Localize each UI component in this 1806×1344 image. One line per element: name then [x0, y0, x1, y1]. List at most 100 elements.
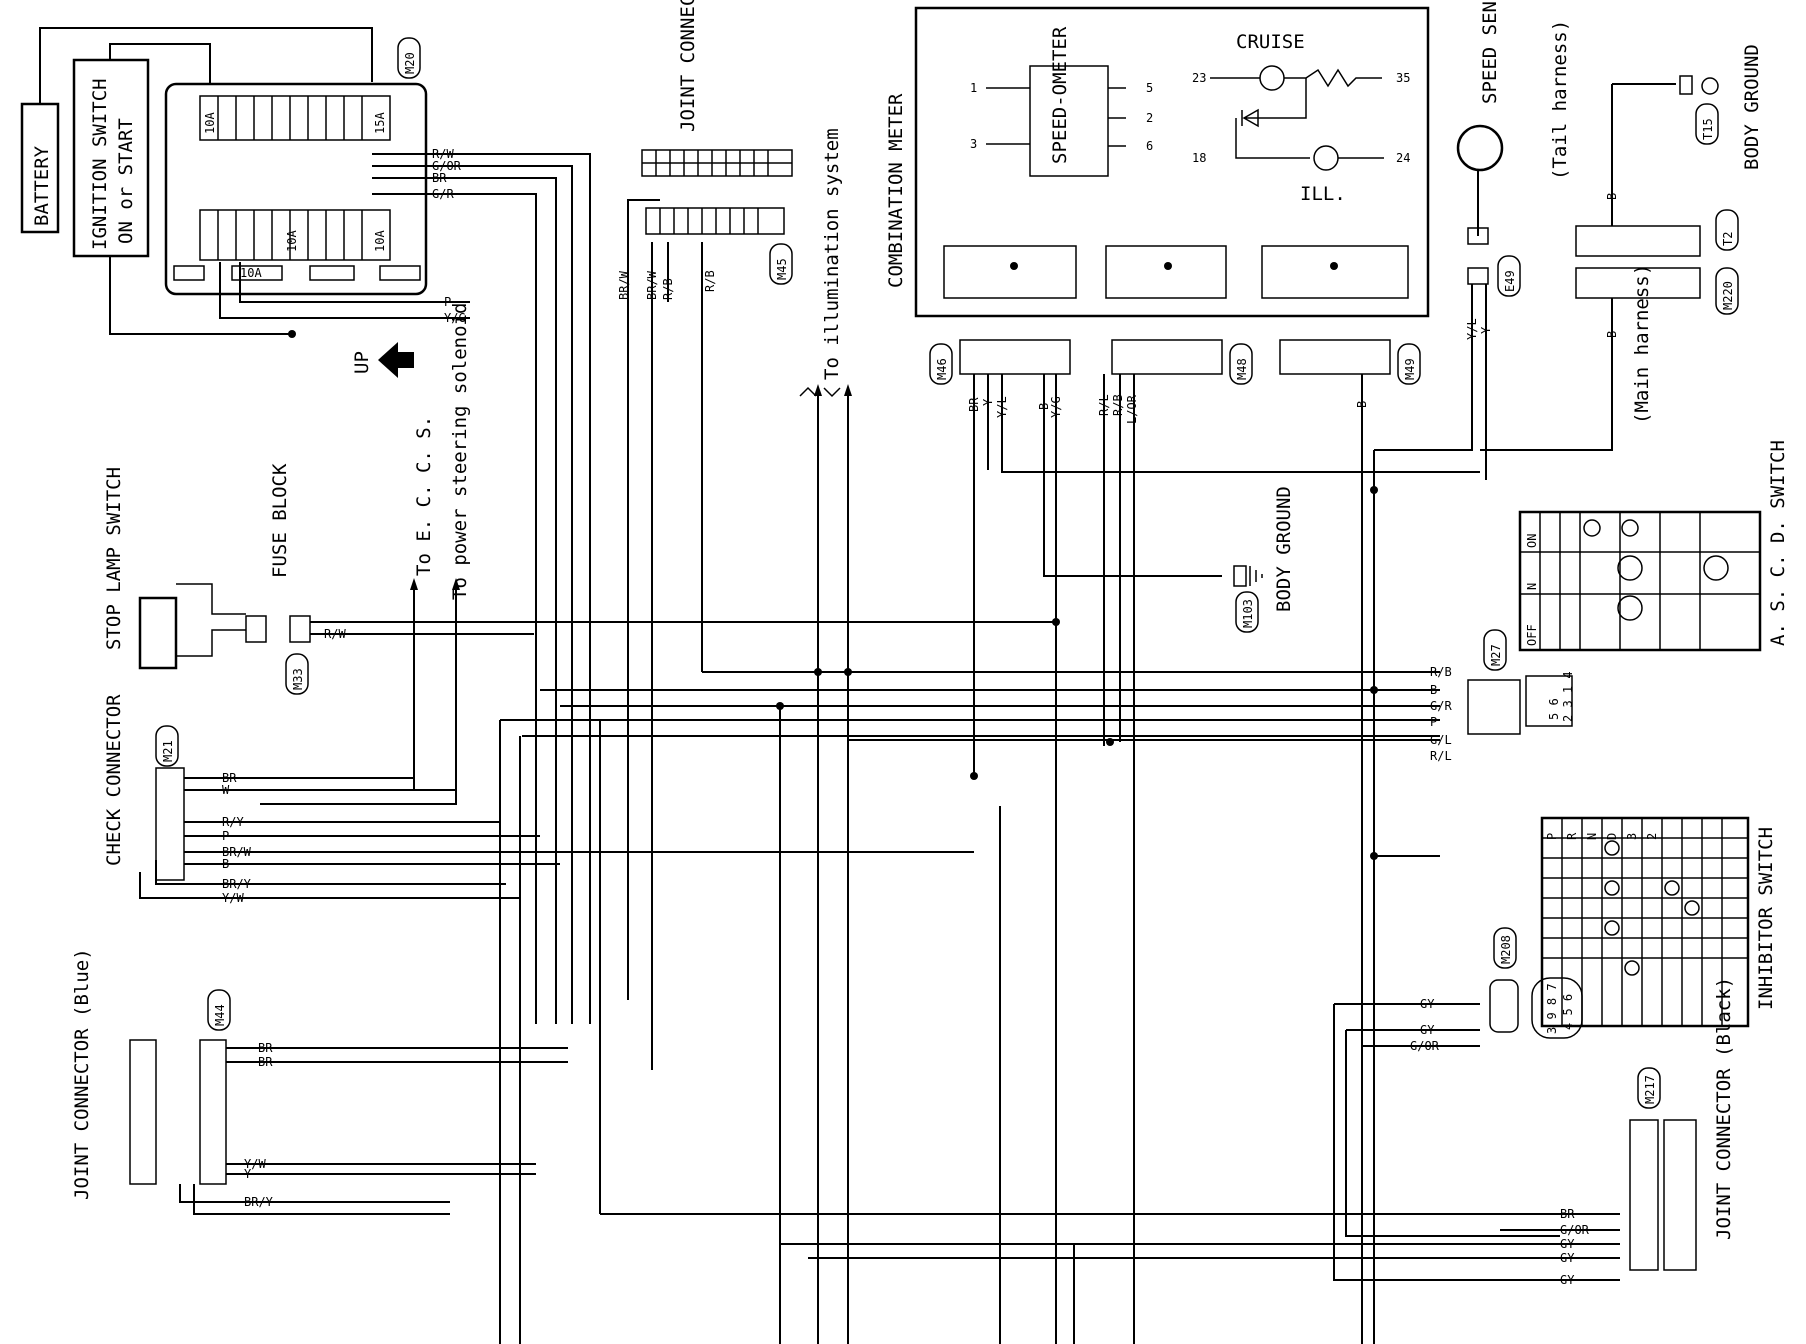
- svg-text:BR: BR: [222, 771, 237, 785]
- connector-m27: M27 5 6 2 3 1 4: [1467, 629, 1575, 735]
- svg-text:Y/W: Y/W: [244, 1157, 266, 1171]
- svg-text:G/L: G/L: [1430, 733, 1452, 747]
- fuse-label: 10A: [240, 266, 262, 280]
- inhibitor-switch: P R N D 3 2 INHIBITOR SWITCH: [1540, 816, 1777, 1028]
- svg-text:M49: M49: [1403, 358, 1417, 380]
- svg-text:G/OR: G/OR: [1560, 1223, 1590, 1237]
- svg-text:BR/W: BR/W: [222, 845, 252, 859]
- svg-text:R/B: R/B: [1111, 394, 1125, 416]
- combination-meter: COMBINATION METER SPEED-OMETER 1 3 5 2 6…: [885, 6, 1430, 318]
- connector-m217: M217 JOINT CONNECTOR (Black): [1629, 977, 1735, 1271]
- svg-text:R/B: R/B: [661, 278, 675, 300]
- svg-text:T15: T15: [1701, 118, 1715, 140]
- svg-text:G/OR: G/OR: [432, 159, 462, 173]
- joint-connector-blue: M44 JOINT CONNECTOR (Blue): [71, 948, 231, 1200]
- svg-text:BR/Y: BR/Y: [244, 1195, 274, 1209]
- svg-text:P: P: [1430, 715, 1437, 729]
- svg-text:M208: M208: [1499, 935, 1513, 964]
- ill-label: ILL.: [1300, 183, 1346, 205]
- connector-m220: M220: [1575, 267, 1739, 315]
- svg-text:M44: M44: [213, 1004, 227, 1026]
- svg-text:GY: GY: [1420, 1023, 1435, 1037]
- fuse-label: 10A: [373, 230, 387, 252]
- stop-lamp-switch-label: STOP LAMP SWITCH: [103, 467, 125, 650]
- svg-text:M217: M217: [1643, 1075, 1657, 1104]
- fuse-label: 10A: [203, 112, 217, 134]
- svg-text:N: N: [1525, 583, 1539, 590]
- svg-text:M46: M46: [935, 358, 949, 380]
- svg-text:ON: ON: [1525, 534, 1539, 548]
- svg-text:R/Y: R/Y: [222, 815, 244, 829]
- svg-text:M33: M33: [291, 668, 305, 690]
- joint-connector-black-label: JOINT CONNECTOR (Black): [1713, 977, 1735, 1240]
- svg-text:2 3 1 4: 2 3 1 4: [1561, 671, 1575, 722]
- svg-text:4 5 6: 4 5 6: [1561, 994, 1575, 1030]
- svg-text:Y: Y: [244, 1167, 252, 1181]
- battery-label: BATTERY: [31, 145, 53, 226]
- svg-text:W: W: [222, 783, 230, 797]
- fuse-block: 10A 15A 10A 10A 10A: [164, 82, 428, 296]
- ignition-switch-label: IGNITION SWITCH: [89, 78, 111, 250]
- up-label: UP: [351, 351, 373, 374]
- body-ground-m103: BODY GROUND M103: [1233, 486, 1295, 633]
- svg-text:B: B: [222, 857, 229, 871]
- connector-t2: T2: [1575, 209, 1739, 257]
- svg-text:Y: Y: [1479, 326, 1493, 334]
- svg-text:D: D: [1605, 833, 1619, 840]
- to-eccs-label: To E. C. C. S.: [413, 416, 435, 576]
- svg-text:5: 5: [1146, 81, 1153, 95]
- speedometer-label: SPEED-OMETER: [1049, 26, 1071, 164]
- svg-text:R/W: R/W: [432, 147, 454, 161]
- tail-harness-label: (Tail harness): [1549, 20, 1571, 180]
- svg-text:M220: M220: [1721, 281, 1735, 310]
- ascd-switch-label: A. S. C. D. SWITCH: [1767, 440, 1789, 646]
- fuse-block-label: FUSE BLOCK: [269, 463, 291, 578]
- svg-text:BR: BR: [432, 171, 447, 185]
- svg-text:B: B: [1605, 193, 1619, 200]
- svg-text:3: 3: [1625, 833, 1639, 840]
- svg-text:G/OR: G/OR: [1410, 1039, 1440, 1053]
- svg-text:Y/W: Y/W: [222, 891, 244, 905]
- connector-m208: M208 3 9 8 7 4 5 6: [1489, 927, 1583, 1039]
- cruise-label: CRUISE: [1236, 31, 1305, 53]
- inhibitor-switch-label: INHIBITOR SWITCH: [1755, 827, 1777, 1010]
- svg-text:1: 1: [970, 81, 977, 95]
- battery: BATTERY: [20, 102, 60, 234]
- fuse-label: 15A: [373, 112, 387, 134]
- speed-sensor-label: SPEED SENSOR: [1479, 0, 1501, 104]
- svg-text:B: B: [1605, 331, 1619, 338]
- svg-text:L/OR: L/OR: [1125, 394, 1139, 424]
- svg-text:R/W: R/W: [324, 627, 346, 641]
- svg-text:N: N: [1585, 833, 1599, 840]
- svg-text:BR: BR: [1560, 1207, 1575, 1221]
- svg-text:GY: GY: [1560, 1237, 1575, 1251]
- svg-text:2: 2: [1146, 111, 1153, 125]
- svg-text:35: 35: [1396, 71, 1410, 85]
- check-connector-label: CHECK CONNECTOR: [103, 694, 125, 866]
- body-ground-label: BODY GROUND: [1273, 486, 1295, 612]
- check-connector: M21 CHECK CONNECTOR: [103, 694, 185, 881]
- svg-text:OFF: OFF: [1525, 624, 1539, 646]
- stop-lamp-switch: STOP LAMP SWITCH M33: [103, 467, 311, 695]
- svg-text:R/L: R/L: [1430, 749, 1452, 763]
- svg-text:B: B: [1430, 683, 1437, 697]
- joint-connector-gray-label: JOINT CONNECTOR (Gray): [677, 0, 699, 132]
- body-ground-label: BODY GROUND: [1741, 44, 1763, 170]
- svg-text:6: 6: [1146, 139, 1153, 153]
- svg-text:Y/L: Y/L: [995, 396, 1009, 418]
- svg-text:R: R: [1565, 832, 1579, 840]
- connector-m48: M48: [1111, 339, 1253, 385]
- svg-text:R/B: R/B: [703, 270, 717, 292]
- svg-text:BR: BR: [967, 397, 981, 412]
- svg-text:P: P: [444, 295, 451, 309]
- combination-meter-label: COMBINATION METER: [885, 93, 907, 288]
- svg-text:GY: GY: [1560, 1251, 1575, 1265]
- svg-text:M20: M20: [403, 52, 417, 74]
- svg-text:BR: BR: [258, 1041, 273, 1055]
- fuse-label: 10A: [285, 230, 299, 252]
- svg-text:G/R: G/R: [432, 187, 454, 201]
- svg-text:T2: T2: [1721, 232, 1735, 246]
- svg-text:Y: Y: [981, 398, 995, 406]
- connector-tag-m20: M20: [397, 37, 421, 79]
- ignition-state-label: ON or START: [115, 118, 137, 244]
